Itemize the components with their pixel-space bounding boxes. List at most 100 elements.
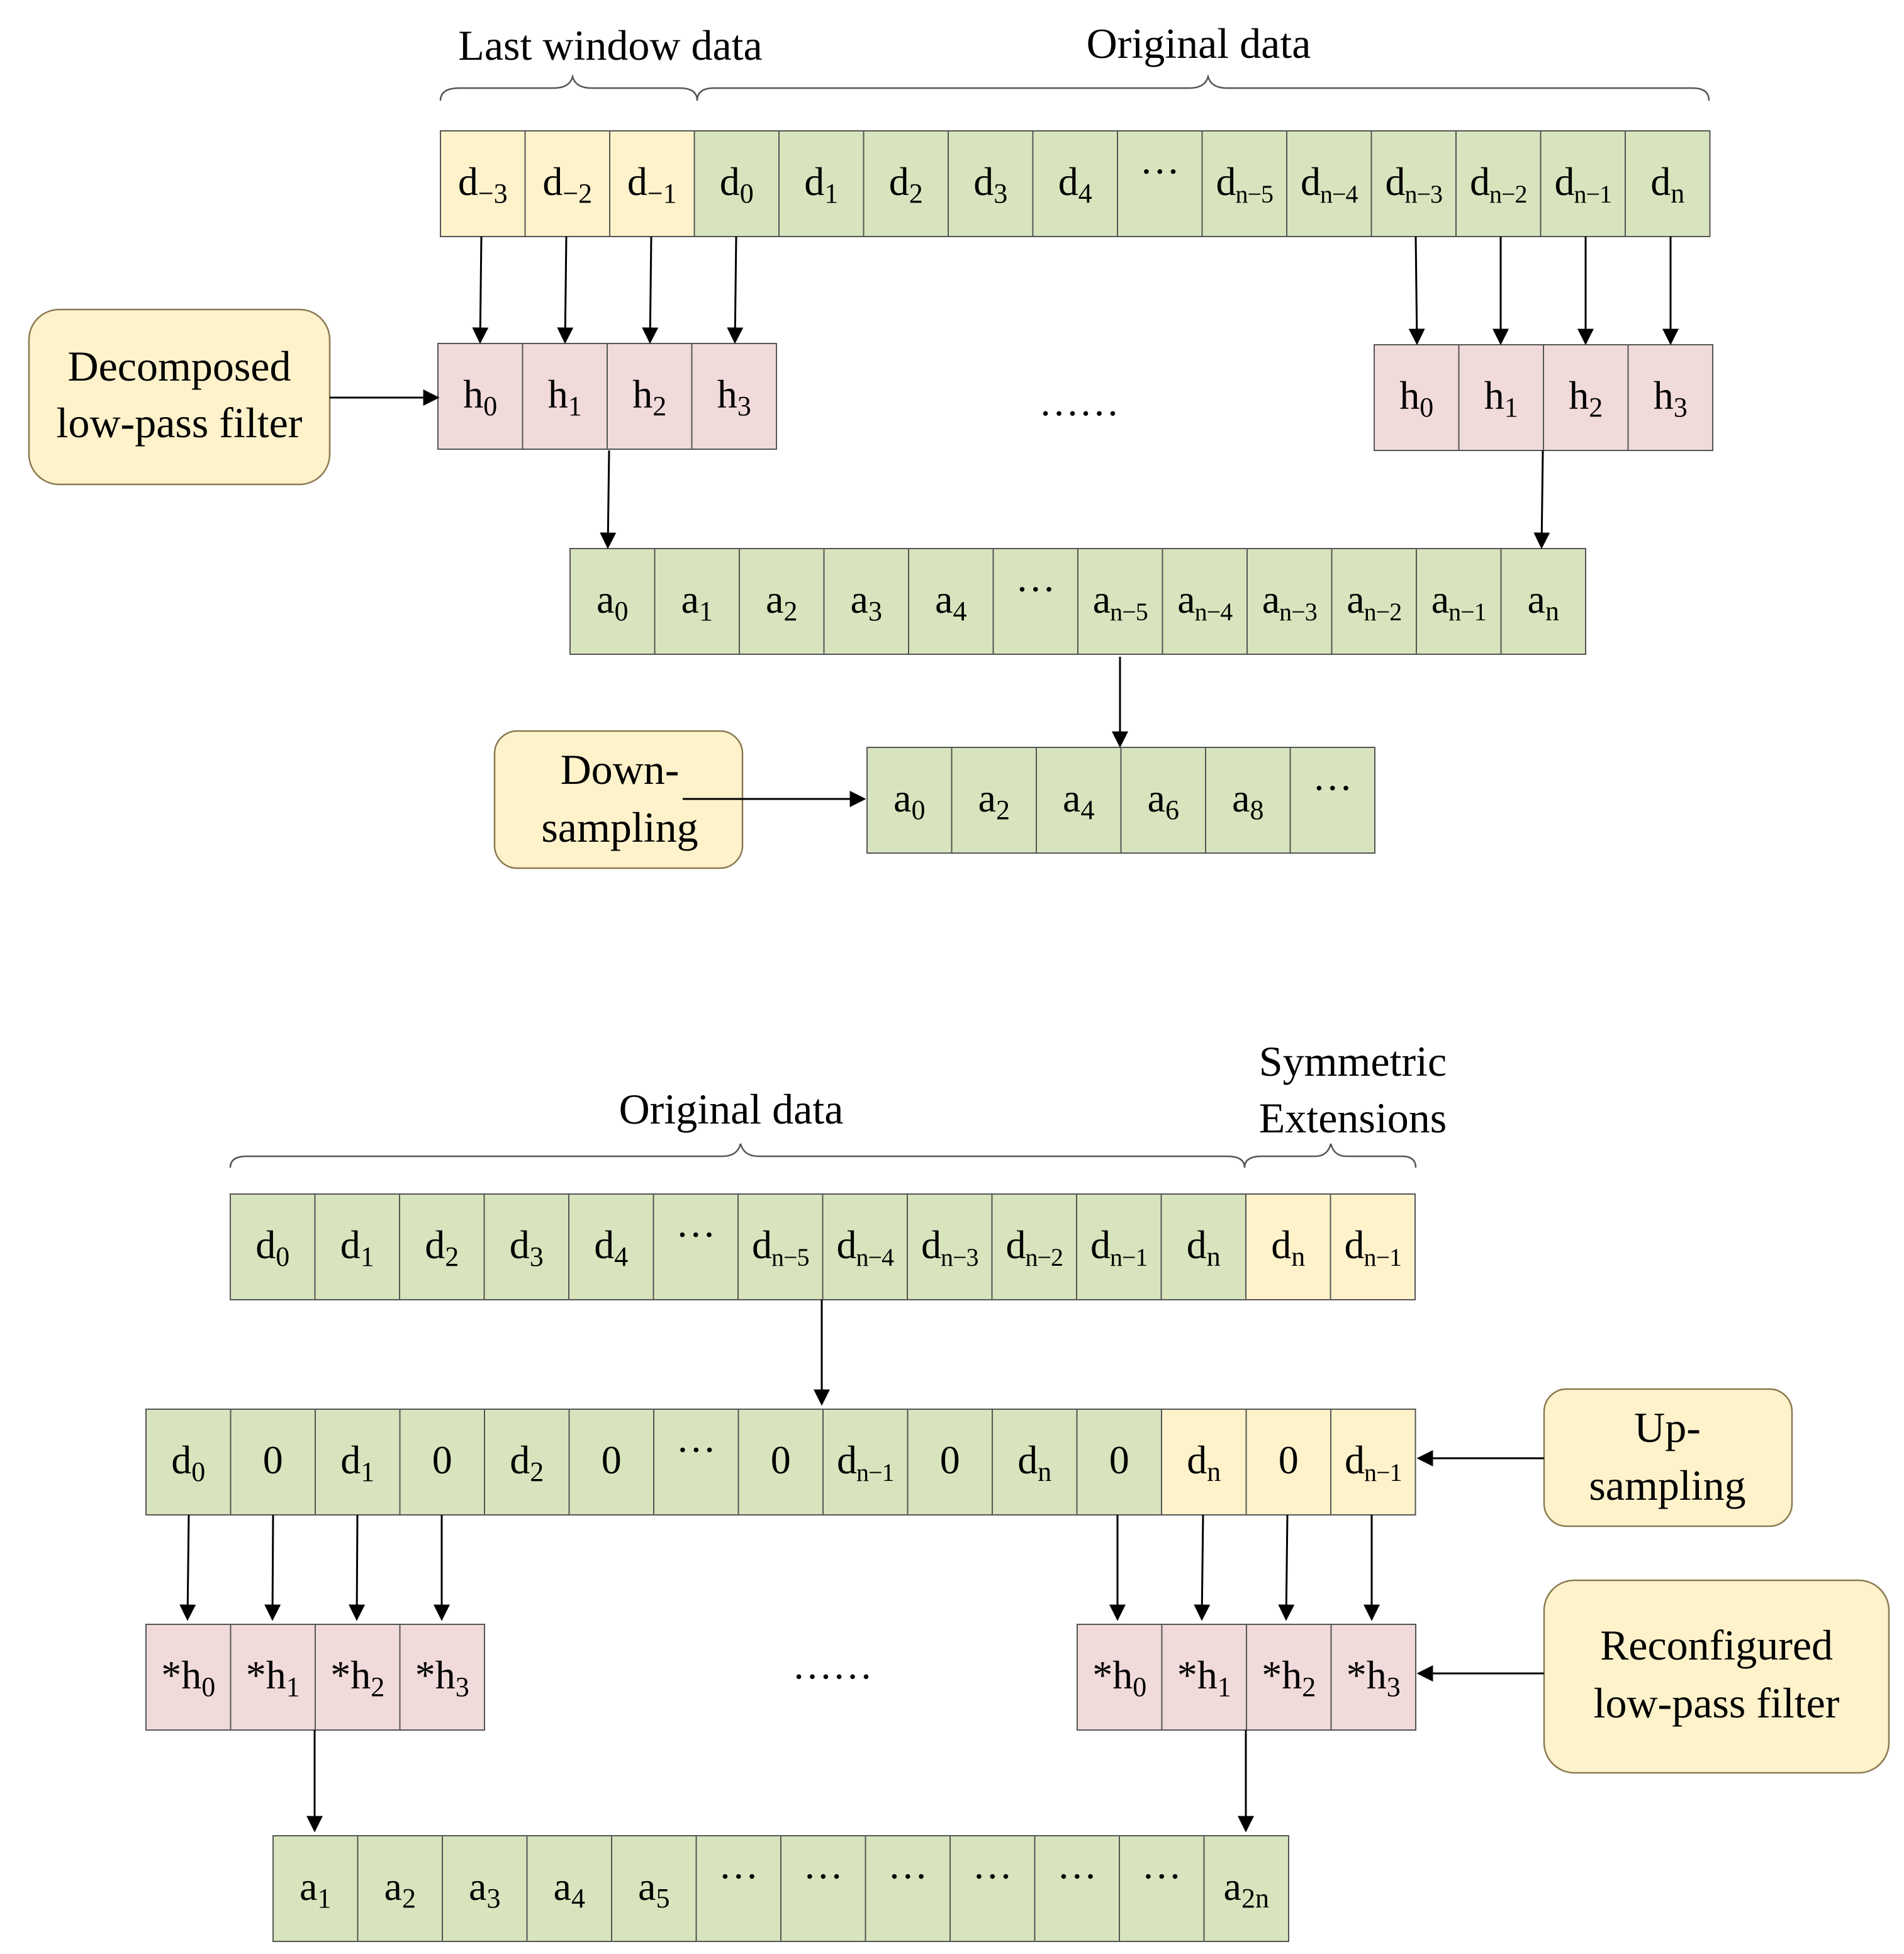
top-input-cell-label: dn−1 <box>1554 159 1611 208</box>
box-down-sampling: Down- sampling <box>493 730 744 869</box>
top-filter-right-cell-label: h0 <box>1399 373 1433 423</box>
bottom-input-cell: dn−2 <box>991 1193 1077 1300</box>
bottom-input-cell: ··· <box>652 1193 739 1300</box>
top-filter-right-cell-box <box>1374 344 1460 451</box>
top-down-cell-box <box>1205 747 1291 854</box>
top-input-cell-box <box>778 130 865 237</box>
top-input-cell-box <box>440 130 526 237</box>
label-last-window: Last window data <box>458 21 762 69</box>
top-down-cell: a0 <box>866 747 953 854</box>
top-input-cell: d−3 <box>440 130 526 237</box>
top-down-cell: a6 <box>1120 747 1206 854</box>
label-original-bottom: Original data <box>619 1085 844 1133</box>
bottom-input-cell: d3 <box>483 1193 569 1300</box>
box-decomposed-filter: Decomposed low-pass filter <box>28 308 331 486</box>
top-filter-right-cell-label: h1 <box>1484 373 1518 423</box>
bottom-result-cell: a4 <box>526 1835 612 1942</box>
top-filter-left-cell-label: h0 <box>463 372 497 422</box>
top-down-cell-box <box>1036 747 1122 854</box>
top-input-cell-label: dn−4 <box>1301 159 1358 208</box>
top-approx-cell: an−5 <box>1077 548 1163 655</box>
top-approx-cell-box <box>654 548 740 655</box>
bottom-up-cell-box <box>992 1409 1078 1516</box>
bottom-up-cell: d1 <box>315 1409 401 1516</box>
brace-last-window <box>439 74 698 101</box>
brace-original-top <box>696 74 1710 101</box>
bottom-filter-left: *h0 *h1 *h2 *h3 <box>145 1624 485 1731</box>
top-input-cell: dn−4 <box>1286 130 1372 237</box>
bottom-input-cell-label: d0 <box>255 1222 289 1272</box>
top-filter-dots: …… <box>1039 379 1119 424</box>
bottom-filter-right-cell-label: *h1 <box>1177 1653 1231 1702</box>
bottom-up-cell: d0 <box>145 1409 232 1516</box>
bottom-result-cell-label: ··· <box>803 1854 843 1899</box>
bottom-result-cell-box <box>780 1835 866 1942</box>
bottom-result-cell: a1 <box>272 1835 359 1942</box>
bottom-up-cell: dn <box>992 1409 1078 1516</box>
bottom-result-cell-label: ··· <box>719 1854 759 1899</box>
top-approx-cell-label: an−1 <box>1431 577 1486 626</box>
top-down-cell-label: a0 <box>893 776 925 825</box>
bottom-result-cell-box <box>695 1835 781 1942</box>
bottom-input-cell: d1 <box>314 1193 400 1300</box>
bottom-up-cell-box <box>737 1409 824 1516</box>
bottom-filter-left-cell-label: *h2 <box>330 1653 384 1702</box>
bottom-up-cell-label: 0 <box>1109 1438 1129 1482</box>
bottom-up-cell-label: dn−1 <box>1345 1438 1402 1487</box>
top-approx-cell: an−2 <box>1331 548 1417 655</box>
bottom-filter-left-cell-label: *h1 <box>246 1653 300 1702</box>
bottom-input-cell-box <box>991 1193 1077 1300</box>
box-up-sampling: Up- sampling <box>1543 1388 1793 1527</box>
top-input-cell-label: d1 <box>804 159 838 209</box>
bottom-filter-right-cell-label: *h3 <box>1347 1653 1401 1702</box>
bottom-input-cell: d0 <box>230 1193 316 1300</box>
top-filter-right-cell: h0 <box>1374 344 1460 451</box>
box-down-line1: Down- <box>561 745 680 793</box>
top-filter-right-cell: h3 <box>1627 344 1713 451</box>
bottom-up-cell-label: 0 <box>1279 1438 1299 1482</box>
bottom-up-cell-box <box>315 1409 401 1516</box>
top-approx-cell-label: a2 <box>766 577 797 627</box>
top-input-cell-box <box>948 130 1034 237</box>
top-approx-cell-box <box>1246 548 1333 655</box>
bottom-input-cell-box <box>483 1193 569 1300</box>
top-approx-cell-box <box>823 548 909 655</box>
bottom-result-cell-label: a5 <box>638 1864 669 1914</box>
bottom-up-cell-label: 0 <box>940 1438 960 1482</box>
top-approx-cell: a0 <box>569 548 656 655</box>
box-reconfigured-filter: Reconfigured low-pass filter <box>1543 1579 1890 1774</box>
bottom-result-cell-label: ··· <box>972 1854 1012 1899</box>
arrow-h2right-an <box>1533 450 1550 549</box>
top-approx-cell-box <box>908 548 994 655</box>
arrow-h2-a0 <box>600 450 617 549</box>
bottom-up-cell: 0 <box>1245 1409 1331 1516</box>
top-input-cell-label: d−3 <box>458 159 508 209</box>
bottom-result-cell: a5 <box>611 1835 697 1942</box>
arrow-d-3-h0 <box>472 236 489 344</box>
bottom-result-cell: a2n <box>1203 1835 1289 1942</box>
arrow-0-h2r <box>1278 1514 1295 1621</box>
bottom-arrows <box>179 1300 1380 1833</box>
top-input-cell-label: d2 <box>889 159 923 209</box>
bottom-result-cell: a3 <box>442 1835 528 1942</box>
arrow-0-h1 <box>264 1514 281 1621</box>
top-input-cell: d1 <box>778 130 865 237</box>
bottom-input-cell: dn <box>1160 1193 1246 1300</box>
arrow-dn-3-h0 <box>1408 236 1425 345</box>
bottom-filter-left-cell: *h1 <box>230 1624 316 1731</box>
bottom-up-cell: dn−1 <box>1330 1409 1416 1516</box>
bottom-up-cell-label: dn <box>1017 1438 1051 1487</box>
top-filter-right-cell-label: h3 <box>1654 373 1688 423</box>
arrow-dn-h1r <box>1194 1514 1211 1621</box>
bottom-input-cell-box <box>399 1193 485 1300</box>
top-input-cell: d2 <box>863 130 949 237</box>
bottom-filter-left-cell-label: *h0 <box>161 1653 215 1702</box>
top-down-cell: a4 <box>1036 747 1122 854</box>
bottom-filter-left-cell-label: *h3 <box>415 1653 469 1702</box>
bottom-result-cell-box <box>272 1835 359 1942</box>
top-approx-cell-label: a0 <box>596 577 628 627</box>
arrow-d-1-h2 <box>642 236 659 344</box>
